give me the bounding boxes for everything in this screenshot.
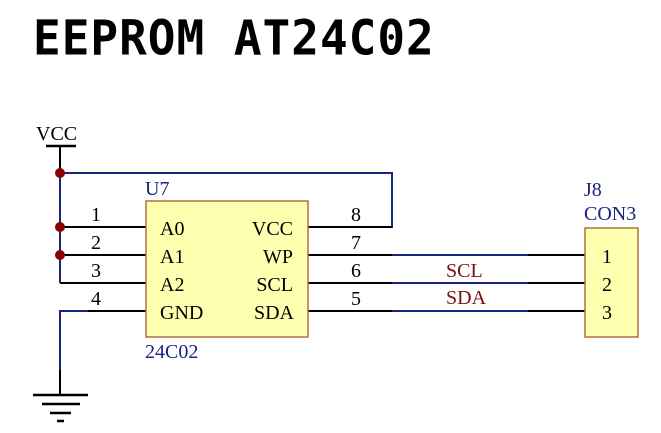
pin-number-4: 4 xyxy=(91,288,101,310)
pin-name-scl: SCL xyxy=(256,274,293,296)
schematic-title: EEPROM AT24C02 xyxy=(33,9,435,66)
pin-number-1: 1 xyxy=(91,204,101,226)
u7-body[interactable] xyxy=(145,200,309,338)
pin-number-2: 2 xyxy=(91,232,101,254)
u7-designator: U7 xyxy=(145,178,169,200)
pin-number-8: 8 xyxy=(351,204,361,226)
j8-body[interactable] xyxy=(584,227,639,338)
u7-pin-lines xyxy=(60,226,392,312)
j8-pin-number-3: 3 xyxy=(602,302,612,324)
junction-dot xyxy=(55,222,65,232)
u7-part-number: 24C02 xyxy=(145,341,198,363)
pin-number-5: 5 xyxy=(351,288,361,310)
j8-pin-number-2: 2 xyxy=(602,274,612,296)
junction-dot xyxy=(55,250,65,260)
j8-pin-lines xyxy=(528,254,585,312)
j8-part-number: CON3 xyxy=(584,203,636,225)
j8-component[interactable]: J8 CON3 1 2 3 xyxy=(584,179,639,338)
pin-number-7: 7 xyxy=(351,232,361,254)
pin-number-3: 3 xyxy=(91,260,101,282)
pin-name-a1: A1 xyxy=(160,246,184,268)
u7-component[interactable]: U7 24C02 A0 A1 A2 GND VCC WP SCL SDA 1 2… xyxy=(91,178,361,363)
j8-designator: J8 xyxy=(584,179,602,201)
j8-pin-number-1: 1 xyxy=(602,246,612,268)
pin-name-sda: SDA xyxy=(254,302,295,324)
pin-name-vcc: VCC xyxy=(252,218,293,240)
vcc-power-symbol: VCC xyxy=(36,123,77,173)
junction-dot xyxy=(55,168,65,178)
pin-name-a2: A2 xyxy=(160,274,184,296)
ground-symbol xyxy=(33,370,88,423)
vcc-label: VCC xyxy=(36,123,77,145)
junctions xyxy=(55,168,65,260)
wire-gnd xyxy=(59,310,90,395)
pin-number-6: 6 xyxy=(351,260,361,282)
pin-name-wp: WP xyxy=(263,246,293,268)
net-label-scl: SCL xyxy=(446,260,483,282)
pin-name-gnd: GND xyxy=(160,302,203,324)
pin-name-a0: A0 xyxy=(160,218,184,240)
net-label-sda: SDA xyxy=(446,287,487,309)
